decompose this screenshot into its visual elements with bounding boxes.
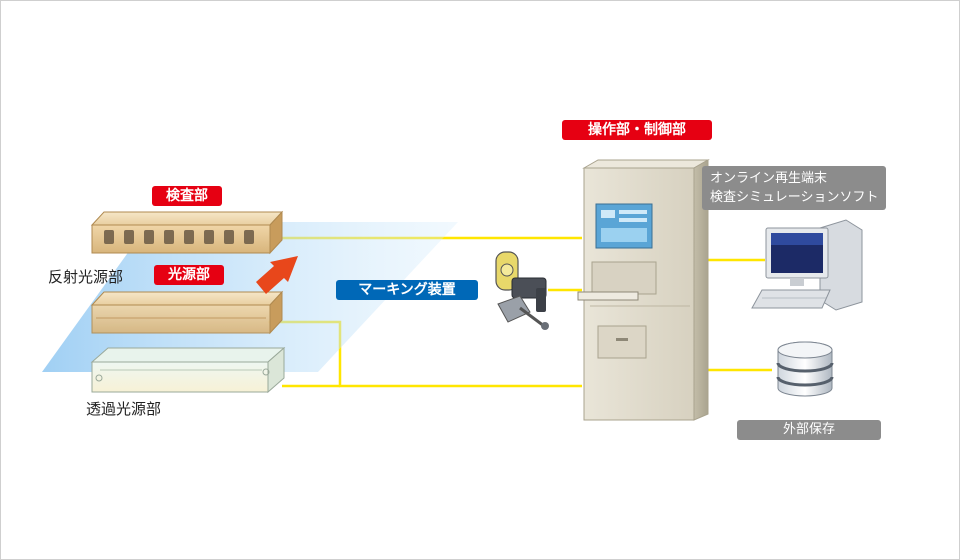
transmissive-light-icon	[90, 346, 286, 394]
control-cabinet-icon	[577, 159, 710, 421]
database-icon	[776, 341, 834, 397]
inspection-unit-tag: 検査部	[152, 186, 222, 206]
external-storage-tag: 外部保存	[737, 420, 881, 440]
terminal-software-label: オンライン再生端末 検査シミュレーションソフト	[702, 166, 887, 210]
light-bar-icon	[90, 290, 284, 335]
reflective-light-label: 反射光源部	[48, 268, 124, 286]
pc-terminal-icon	[751, 219, 863, 311]
camera-array-icon	[90, 210, 284, 255]
control-unit-tag: 操作部・制御部	[562, 120, 712, 140]
terminal-label-line2: 検査シミュレーションソフト	[710, 190, 879, 205]
marking-device-tag: マーキング装置	[336, 280, 478, 300]
terminal-label-line1: オンライン再生端末	[710, 171, 828, 186]
marking-device-icon	[495, 251, 549, 330]
flow-arrow-icon	[256, 256, 298, 294]
transmissive-light-label: 透過光源部	[86, 400, 162, 418]
light-source-unit-tag: 光源部	[154, 265, 224, 285]
